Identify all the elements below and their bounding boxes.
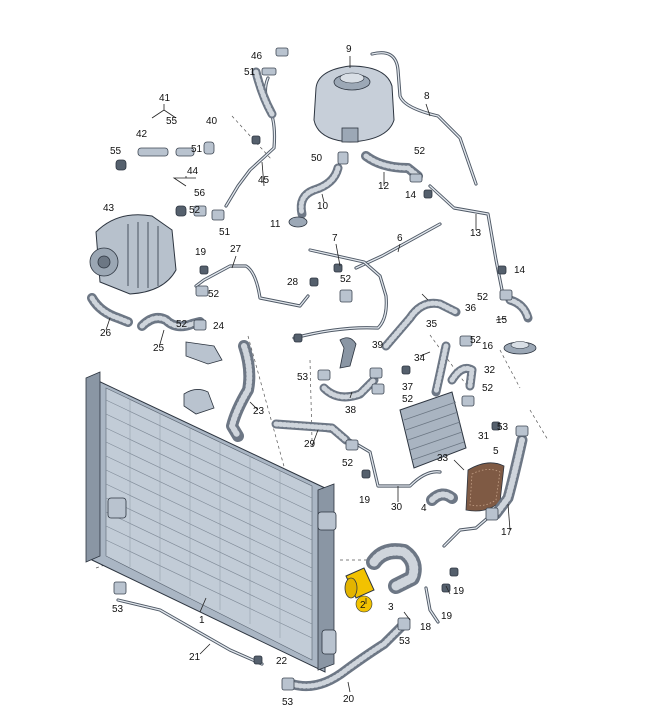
callout-52e: 52 [477,292,489,303]
callout-6: 6 [397,233,403,244]
alternator [89,214,177,295]
callout-41: 41 [159,93,171,104]
callout-51a: 51 [244,67,256,78]
callout-45: 45 [258,175,270,186]
callout-18: 18 [420,622,432,633]
callout-19d: 19 [441,611,453,622]
callout-33: 33 [437,453,449,464]
callout-9: 9 [346,44,352,55]
callout-30: 30 [391,502,403,513]
callout-24: 24 [213,321,225,332]
callout-25: 25 [153,343,165,354]
callout-12: 12 [378,181,390,192]
callout-52i: 52 [342,458,354,469]
callout-8: 8 [424,91,430,102]
callout-53e: 53 [282,697,294,708]
highlighted-part-2 [344,567,375,613]
callout-13: 13 [470,228,482,239]
callout-39: 39 [372,340,384,351]
callout-52b: 52 [208,289,220,300]
callout-5: 5 [493,446,499,457]
callout-53a: 53 [297,372,309,383]
callout-20: 20 [343,694,355,705]
radiator [85,371,337,673]
callout-56: 56 [194,188,206,199]
callout-35: 35 [426,319,438,330]
callout-55b: 55 [110,146,122,157]
callout-14a: 14 [405,190,417,201]
callout-52f: 52 [470,335,482,346]
callout-3: 3 [388,602,394,613]
callout-27: 27 [230,244,242,255]
callout-11: 11 [270,219,281,230]
callout-52j: 52 [189,205,201,216]
callout-52a: 52 [414,146,426,157]
callout-53c: 53 [112,604,124,615]
callout-52d: 52 [176,319,188,330]
callout-32: 32 [484,365,496,376]
callout-31: 31 [478,431,490,442]
callout-19a: 19 [195,247,207,258]
flexible-hoses [87,67,533,692]
oil-cooler [399,391,467,469]
callout-53d: 53 [399,636,411,647]
callout-46: 46 [251,51,263,62]
callout-14b: 14 [514,265,526,276]
callout-labels: 1 2 3 4 5 6 7 8 9 10 11 12 13 14 14 15 1… [100,44,526,708]
callout-19c: 19 [453,586,465,597]
callout-36: 36 [465,303,477,314]
callout-43: 43 [103,203,115,214]
callout-26: 26 [100,328,112,339]
callout-21: 21 [189,652,201,663]
gasket-plate [465,462,505,512]
callout-52c: 52 [340,274,352,285]
callout-52h: 52 [402,394,414,405]
leader-lines [105,56,511,693]
callout-28: 28 [287,277,299,288]
callout-19b: 19 [359,495,371,506]
callout-42: 42 [136,129,148,140]
callout-1: 1 [199,615,205,626]
small-parts [113,47,537,691]
callout-29: 29 [304,439,316,450]
coolant-reservoir [313,65,395,143]
callout-34: 34 [414,353,426,364]
callout-2: 2 [360,600,366,611]
callout-51c: 51 [219,227,231,238]
callout-55a: 55 [166,116,178,127]
callout-15: 15 [496,315,508,326]
callout-7: 7 [332,233,338,244]
callout-44: 44 [187,166,199,177]
callout-16: 16 [482,341,494,352]
callout-51b: 51 [191,144,203,155]
callout-50: 50 [311,153,323,164]
callout-53b: 53 [497,422,509,433]
callout-10: 10 [317,201,329,212]
callout-23: 23 [253,406,265,417]
callout-22: 22 [276,656,288,667]
callout-40: 40 [206,116,218,127]
callout-37: 37 [402,382,414,393]
callout-52g: 52 [482,383,494,394]
callout-38: 38 [345,405,357,416]
callout-4: 4 [421,503,427,514]
callout-17: 17 [501,527,513,538]
